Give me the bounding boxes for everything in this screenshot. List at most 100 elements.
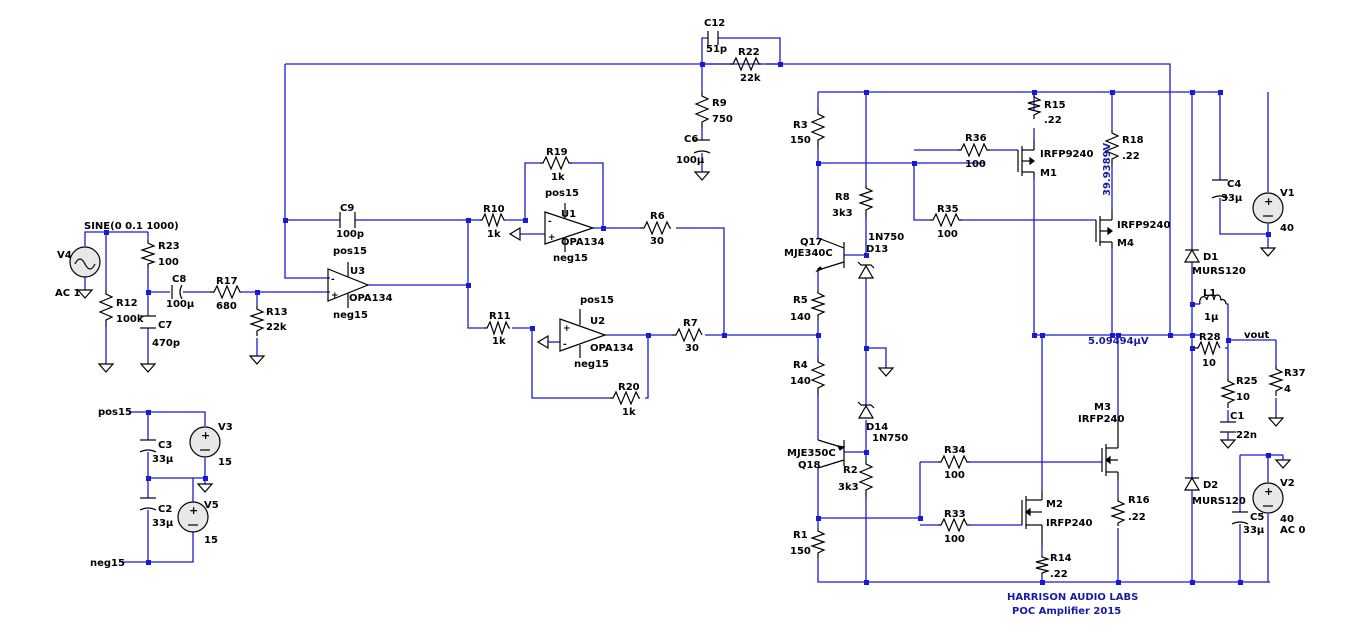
r20-ref: R20 (618, 382, 640, 393)
l1-symbol[interactable] (1199, 294, 1227, 305)
c6-value: 100μ (676, 155, 705, 166)
r28-symbol[interactable] (1195, 340, 1221, 356)
r12-symbol[interactable] (98, 290, 114, 327)
r5-symbol[interactable] (810, 290, 826, 320)
u2-symbol[interactable]: + - (559, 309, 607, 358)
m1-symbol[interactable] (1017, 140, 1035, 178)
wires (84, 37, 1277, 583)
u1-symbol[interactable]: - + (544, 203, 595, 252)
v1-symbol[interactable]: + (1252, 192, 1284, 224)
c1-symbol[interactable] (1220, 421, 1236, 433)
r14-value: .22 (1050, 569, 1068, 580)
r1-symbol[interactable] (810, 528, 826, 558)
svg-text:+: + (563, 324, 571, 334)
r36-symbol[interactable] (958, 142, 990, 158)
v3-symbol[interactable]: + (189, 426, 221, 458)
u3-symbol[interactable]: - + (327, 262, 370, 308)
c5-symbol[interactable] (1231, 511, 1249, 525)
r2-value: 3k3 (838, 482, 859, 493)
r35-symbol[interactable] (930, 212, 962, 228)
r16-value: .22 (1128, 512, 1146, 523)
m1-ref: M1 (1040, 168, 1057, 179)
c7-value: 470p (152, 338, 180, 349)
net-label-pos15: pos15 (580, 295, 614, 306)
c4-value: 33μ (1221, 193, 1243, 204)
c3-symbol[interactable] (139, 439, 157, 453)
d13-symbol[interactable] (857, 261, 875, 279)
v2-ref: V2 (1280, 478, 1295, 489)
v5-value: 15 (204, 535, 218, 546)
r16-symbol[interactable] (1110, 498, 1126, 526)
ground-icon (693, 171, 711, 181)
r33-ref: R33 (944, 509, 966, 520)
r20-symbol[interactable] (610, 390, 640, 406)
u1-ref: U1 (561, 209, 576, 220)
c8-symbol[interactable] (171, 284, 183, 300)
q17-value: MJE340C (784, 248, 833, 259)
c2-value: 33μ (152, 518, 174, 529)
r8-symbol[interactable] (858, 185, 874, 218)
r28-ref: R28 (1199, 332, 1221, 343)
voltage-annotation-output: 5.09494μV (1088, 336, 1149, 347)
r37-symbol[interactable] (1268, 366, 1284, 396)
r6-symbol[interactable] (640, 220, 671, 236)
project-name: POC Amplifier 2015 (1012, 606, 1121, 617)
u1-ground-icon (508, 226, 521, 242)
d2-symbol[interactable] (1183, 476, 1201, 491)
r34-symbol[interactable] (938, 454, 970, 470)
r14-ref: R14 (1050, 553, 1072, 564)
c2-symbol[interactable] (139, 497, 157, 511)
r33-symbol[interactable] (938, 517, 970, 533)
m2-symbol[interactable] (1021, 490, 1043, 545)
grounds (76, 171, 1292, 493)
c4-symbol[interactable] (1211, 179, 1229, 199)
r6-ref: R6 (650, 211, 665, 222)
c9-symbol[interactable] (339, 212, 356, 228)
r15-symbol[interactable] (1027, 95, 1042, 119)
r25-symbol[interactable] (1220, 378, 1236, 408)
r17-symbol[interactable] (210, 284, 241, 300)
c6-ref: C6 (684, 134, 698, 145)
r3-symbol[interactable] (810, 110, 826, 148)
r13-symbol[interactable] (249, 306, 265, 336)
r19-symbol[interactable] (540, 155, 572, 171)
r7-symbol[interactable] (672, 327, 703, 343)
diode-symbols (857, 248, 1201, 491)
c7-symbol[interactable] (140, 315, 156, 329)
r11-symbol[interactable] (484, 320, 510, 336)
d14-value: 1N750 (872, 433, 908, 444)
r3-ref: R3 (793, 120, 808, 131)
d14-symbol[interactable] (857, 401, 875, 419)
m2-value: IRFP240 (1046, 518, 1092, 529)
v5-symbol[interactable]: + (177, 501, 209, 533)
q17-ref: Q17 (800, 237, 822, 248)
v2-symbol[interactable]: + (1252, 482, 1284, 514)
r18-value: .22 (1122, 151, 1140, 162)
m4-symbol[interactable] (1095, 210, 1113, 248)
r2-symbol[interactable] (858, 460, 874, 497)
m3-symbol[interactable] (1101, 420, 1119, 480)
v3-ref: V3 (218, 422, 233, 433)
c5-ref: C5 (1250, 512, 1264, 523)
q17-symbol[interactable] (815, 237, 845, 273)
r10-symbol[interactable] (480, 212, 505, 228)
r4-symbol[interactable] (810, 358, 826, 395)
q18-symbol[interactable] (817, 439, 846, 469)
r9-symbol[interactable] (694, 92, 710, 128)
c12-symbol[interactable] (707, 31, 719, 45)
r35-ref: R35 (937, 204, 959, 215)
c12-ref: C12 (704, 18, 725, 29)
r22-symbol[interactable] (730, 56, 761, 72)
r5-value: 140 (790, 312, 811, 323)
d1-symbol[interactable] (1183, 248, 1201, 263)
v4-symbol[interactable] (69, 246, 101, 278)
r23-symbol[interactable] (140, 240, 156, 268)
u1-value: OPA134 (561, 237, 605, 248)
r11-value: 1k (492, 336, 506, 347)
c6-symbol[interactable] (693, 139, 711, 154)
r18-symbol[interactable] (1104, 130, 1120, 165)
r14-symbol[interactable] (1035, 555, 1051, 575)
m3-ref: M3 (1094, 402, 1111, 413)
c9-value: 100p (336, 229, 364, 240)
